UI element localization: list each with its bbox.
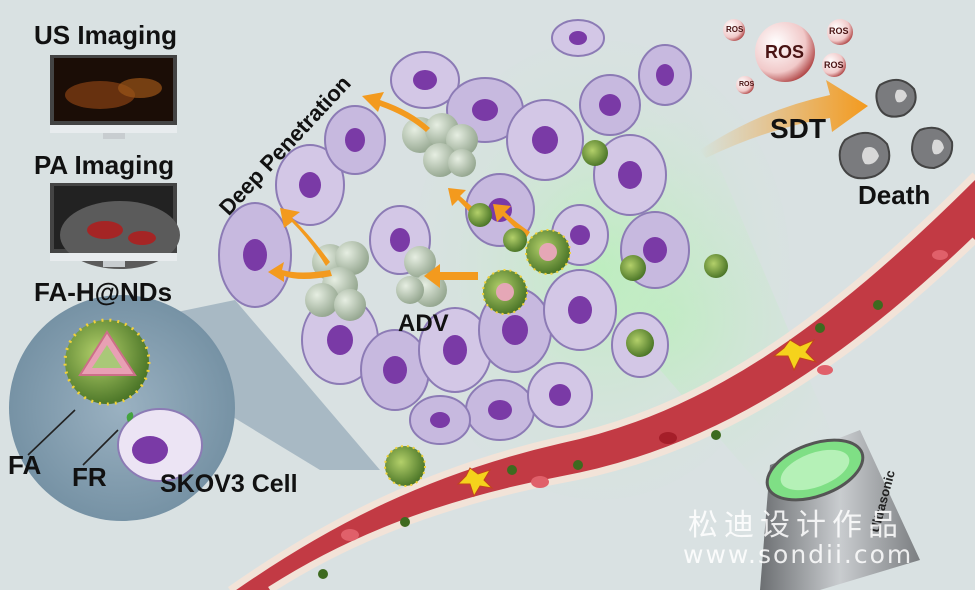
inset-skov3-cell bbox=[117, 408, 203, 482]
adv-label: ADV bbox=[398, 310, 449, 337]
fa-label: FA bbox=[8, 450, 42, 480]
death-label: Death bbox=[858, 180, 931, 210]
sdt-label: SDT bbox=[770, 113, 826, 144]
blood-vessel bbox=[227, 172, 975, 590]
ros-small-label: ROS bbox=[739, 81, 755, 88]
skov3-cell-label: SKOV3 Cell bbox=[160, 470, 298, 498]
us-monitor bbox=[50, 55, 177, 139]
pa-imaging-label: PA Imaging bbox=[34, 150, 175, 180]
fa-hands-label: FA-H@NDs bbox=[34, 277, 173, 307]
watermark-cn: 松迪设计作品 bbox=[688, 508, 904, 543]
red-blood-cells bbox=[341, 250, 948, 541]
us-imaging-label: US Imaging bbox=[34, 20, 178, 50]
dead-cells bbox=[838, 78, 954, 180]
ultrasound-transducer bbox=[760, 430, 920, 590]
vessel-nanoparticles bbox=[318, 300, 883, 579]
tumor-cell-cluster bbox=[218, 19, 692, 445]
ros-main-label: ROS bbox=[765, 42, 805, 62]
fr-label: FR bbox=[72, 462, 107, 492]
nanoparticles bbox=[384, 140, 728, 487]
microbubbles bbox=[305, 113, 478, 321]
watermark-url: www.sondii.com bbox=[683, 540, 914, 569]
inset-nanoparticle bbox=[63, 318, 151, 406]
ros-small-label: ROS bbox=[829, 26, 849, 36]
pa-monitor bbox=[50, 183, 180, 269]
sdt-arrow bbox=[700, 80, 868, 158]
ros-small-label: ROS bbox=[726, 25, 744, 34]
ros-small-label: ROS bbox=[824, 60, 844, 70]
ros-bubbles bbox=[723, 19, 853, 94]
burst-icons bbox=[456, 338, 818, 498]
